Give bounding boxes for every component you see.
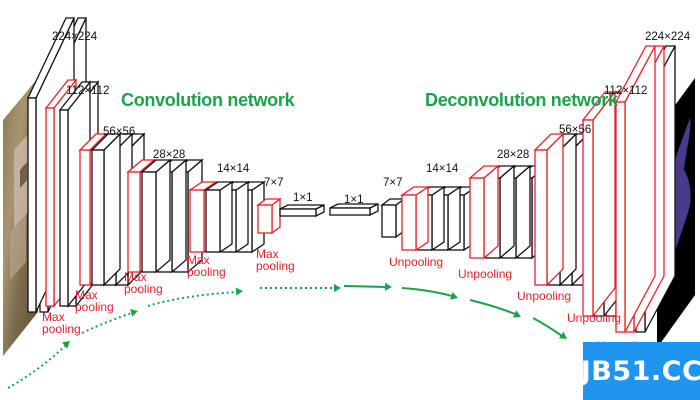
dim-56-left: 56×56 [103, 126, 136, 138]
conv2-block-0 [90, 132, 122, 287]
skip-arrowhead-1 [62, 341, 70, 349]
dim-1-left: 1×1 [293, 192, 313, 204]
unpool3-block-0 [468, 164, 500, 260]
dim-28-right: 28×28 [497, 149, 530, 161]
unpool-label-1: Unpooling [389, 255, 444, 269]
unpool1-block-0 [581, 90, 617, 318]
unpool4-block-0 [399, 185, 431, 252]
deconv5-block [380, 197, 406, 239]
dim-1-right: 1×1 [344, 194, 364, 206]
skip-arrow-1 [7, 344, 67, 389]
dim-28-left: 28×28 [153, 149, 186, 161]
unpool-label-3: Unpooling [517, 289, 572, 303]
convolution-network-title: Convolution network [121, 90, 295, 110]
dim-7-right: 7×7 [383, 177, 403, 189]
dim-7-left: 7×7 [264, 177, 284, 189]
dim-112-left: 112×112 [66, 85, 110, 97]
dim-56-right: 56×56 [559, 124, 592, 136]
skip-arrowhead-2 [130, 308, 138, 317]
skip-arrowhead-7 [512, 310, 521, 318]
unpool-label-2: Unpooling [458, 267, 513, 281]
dim-224-left: 224×224 [52, 31, 98, 43]
skip-arrow-6 [401, 287, 453, 297]
pool5-block [256, 197, 282, 235]
skip-arrowhead-8 [558, 331, 567, 339]
dim-112-right: 112×112 [604, 85, 648, 97]
skip-arrowhead-3 [235, 287, 243, 296]
skip-arrow-5 [343, 285, 387, 288]
skip-arrowhead-5 [384, 282, 392, 291]
skip-arrowhead-4 [334, 284, 341, 292]
layer-stack [26, 17, 677, 333]
deconvolution-network-title: Deconvolution network [425, 90, 618, 110]
unpool2-block-0 [533, 132, 565, 287]
conv3-block-0 [140, 158, 172, 274]
fc2-bar [329, 202, 379, 217]
skip-arrow-7 [469, 299, 516, 315]
output-stack-0 [614, 45, 657, 333]
skip-arrow-2 [81, 312, 133, 334]
unpool-label-4: Unpooling [567, 311, 622, 325]
conv4-block-0 [203, 180, 235, 254]
fc1-bar [279, 203, 325, 218]
skip-arrowhead-6 [450, 292, 458, 300]
skip-arrows [7, 282, 567, 389]
dim-14-right: 14×14 [426, 163, 459, 175]
dim-224-right: 224×224 [645, 31, 691, 43]
watermark-badge: JB51.CC [581, 342, 700, 400]
dim-14-left: 14×14 [217, 163, 250, 175]
skip-arrow-8 [532, 317, 563, 337]
